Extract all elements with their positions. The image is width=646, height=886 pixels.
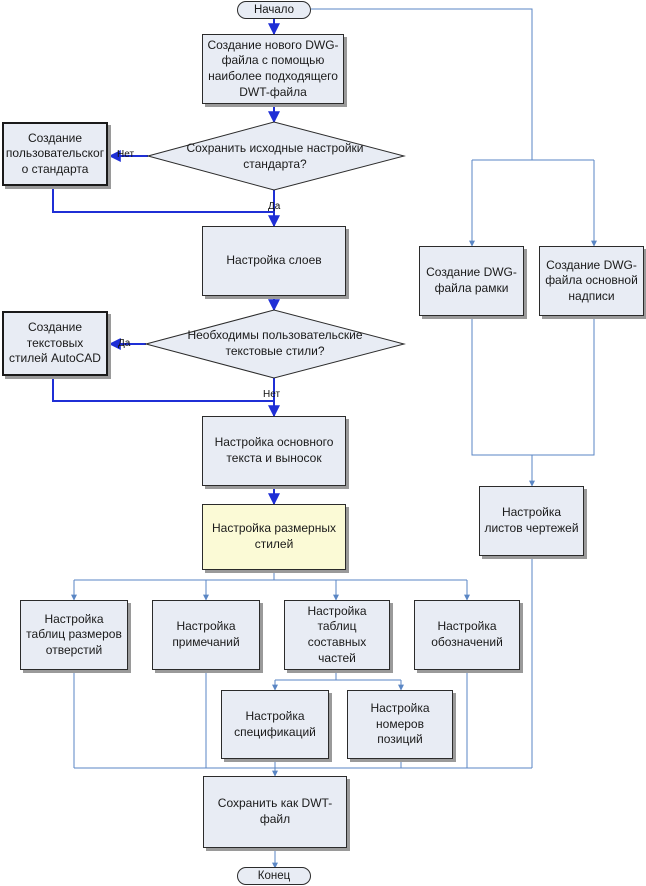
label-no-2: Нет: [263, 389, 281, 400]
frame-dwg-box: Создание DWG-файла рамки: [419, 246, 524, 316]
notes-box: Настройка примечаний: [152, 600, 260, 670]
decision-keep-standard-text: Сохранить исходные настройки стандарта?: [186, 141, 364, 171]
title-block-dwg-box: Создание DWG-файла основной надписи: [539, 246, 644, 316]
flow-parts-down: [335, 670, 401, 681]
label-yes-2: Да: [118, 338, 131, 349]
flow-frame-down: [471, 316, 595, 456]
decision-text-styles: [144, 309, 406, 379]
symbols-box: Настройка обозначений: [414, 600, 520, 670]
text-styles-box: Создание текстовых стилей AutoCAD: [2, 311, 108, 376]
layers-box: Настройка слоев: [202, 226, 346, 296]
balloons-box: Настройка номеров позиций: [347, 690, 453, 759]
label-no-1: Нет: [117, 149, 135, 160]
start-terminal: Начало: [237, 1, 311, 19]
drawing-sheets-box: Настройка листов чертежей: [479, 486, 584, 556]
dim-styles-box: Настройка размерных стилей: [202, 504, 346, 570]
flow-start-right: [311, 8, 533, 160]
custom-standard-box: Создание пользовательског о стандарта: [2, 122, 108, 186]
specs-box: Настройка спецификаций: [221, 690, 329, 759]
main-text-box: Настройка основного текста и выносок: [202, 416, 346, 486]
flow-dim-down: [273, 570, 467, 581]
label-yes-1: Да: [268, 201, 281, 212]
hole-tables-box: Настройка таблиц размеров отверстий: [20, 600, 128, 670]
create-dwg-box: Создание нового DWG-файла с помощью наиб…: [202, 34, 344, 104]
flow-custom-merge: [52, 186, 274, 213]
decision-text-styles-text: Необходимы пользовательские текстовые ст…: [187, 328, 363, 358]
flow-textstyles-merge: [52, 376, 274, 402]
parts-tables-box: Настройка таблиц составных частей: [284, 600, 390, 670]
decision-keep-standard: [146, 121, 406, 191]
save-dwt-box: Сохранить как DWT-файл: [203, 776, 347, 848]
end-terminal: Конец: [237, 867, 311, 885]
